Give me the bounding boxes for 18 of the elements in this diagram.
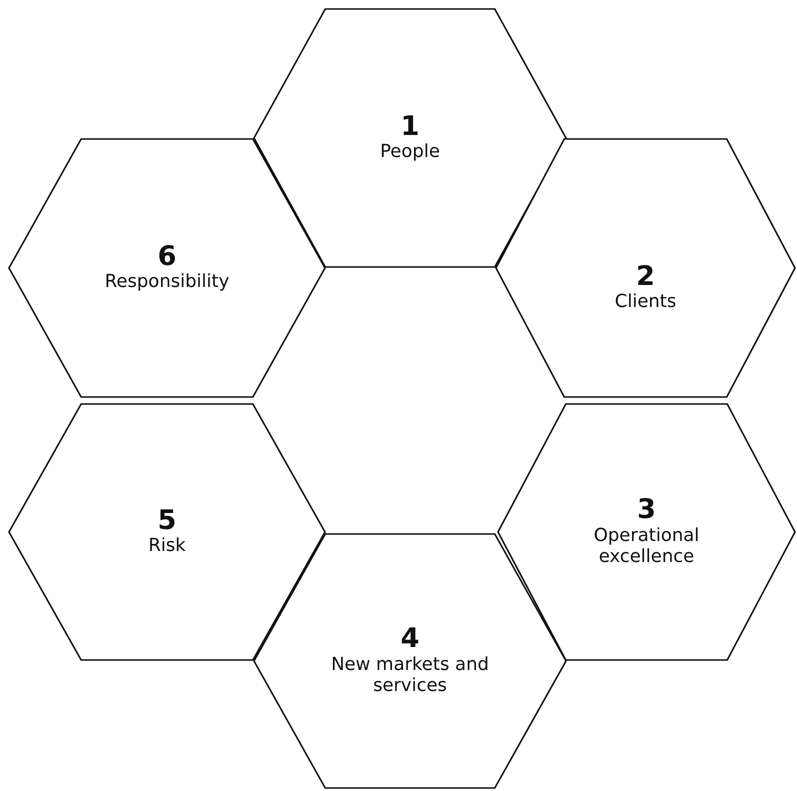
hexagon-number: 2 xyxy=(636,263,655,292)
hexagon-label: New markets and services xyxy=(330,654,490,697)
hexagon-label: People xyxy=(380,141,440,163)
hexagon-label: Operational excellence xyxy=(592,524,700,568)
hexagon-number: 5 xyxy=(158,507,176,536)
hexagon-node xyxy=(8,138,326,398)
hexagon-number: 1 xyxy=(400,113,420,142)
hexagon-number: 3 xyxy=(637,496,656,525)
hexagon-node xyxy=(495,138,796,398)
hexagon-number: 4 xyxy=(400,625,420,654)
hexagon-label: Clients xyxy=(614,291,676,313)
hexagon-node xyxy=(253,8,567,268)
hexagon-number: 6 xyxy=(158,243,176,272)
hexagon-node xyxy=(497,403,796,661)
hexagon-node xyxy=(253,533,567,789)
hexagon-label: Responsibility xyxy=(104,271,230,293)
hexagon-label: Risk xyxy=(148,535,186,557)
hexagon-node xyxy=(8,403,326,661)
